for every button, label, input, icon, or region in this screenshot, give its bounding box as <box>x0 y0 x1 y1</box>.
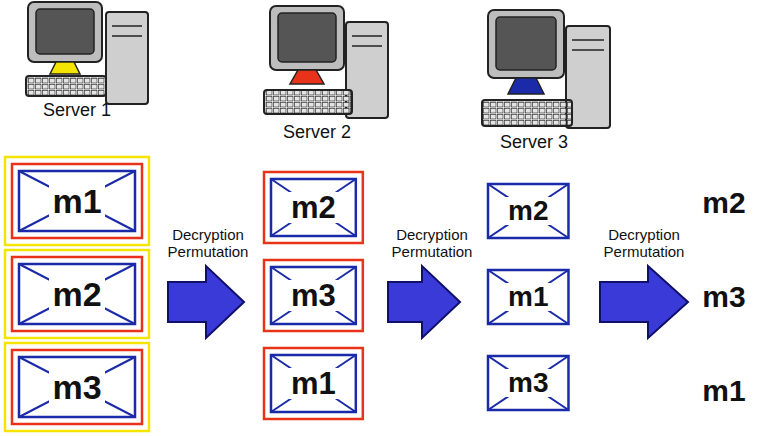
output-message: m3 <box>694 280 754 315</box>
encryption-layer <box>264 348 363 419</box>
envelope-fold <box>19 357 135 417</box>
encryption-layer <box>19 264 135 324</box>
output-message: m1 <box>694 374 754 409</box>
step-label: Decryption Permutation <box>158 226 258 261</box>
encryption-layer <box>488 270 568 324</box>
envelope-fold <box>488 184 568 238</box>
envelope-fold <box>271 179 356 236</box>
envelope-fold <box>19 171 135 231</box>
encryption-layer <box>264 172 363 243</box>
envelope-fold <box>19 357 135 417</box>
envelope-fold <box>488 184 568 238</box>
block-arrow <box>168 266 688 338</box>
message-envelope: m2 <box>486 182 570 240</box>
envelope-fold <box>488 270 568 324</box>
envelope-fold <box>271 179 356 236</box>
encryption-layer <box>19 171 135 231</box>
encryption-layer <box>19 357 135 417</box>
envelope-fold <box>19 171 135 231</box>
server-computer <box>482 10 610 128</box>
envelope-fold <box>488 356 568 410</box>
encryption-layer <box>264 260 363 331</box>
encryption-layer <box>5 250 149 338</box>
message-label: m2 <box>505 197 551 225</box>
envelope-fold <box>271 355 356 412</box>
message-label: m1 <box>49 184 104 218</box>
encryption-layer <box>12 164 142 238</box>
message-envelope: m2 <box>3 248 151 340</box>
message-label: m1 <box>505 283 551 311</box>
encryption-layer <box>5 157 149 245</box>
encryption-layer <box>271 355 356 412</box>
encryption-layer <box>488 184 568 238</box>
message-label: m2 <box>49 277 104 311</box>
step-label: Decryption Permutation <box>592 226 696 261</box>
encryption-layer <box>12 257 142 331</box>
encryption-layer <box>271 179 356 236</box>
message-label: m3 <box>49 370 104 404</box>
message-envelope: m1 <box>262 346 365 421</box>
envelope-fold <box>271 267 356 324</box>
message-envelope: m2 <box>262 170 365 245</box>
server-label: Server 2 <box>262 122 372 143</box>
encryption-layer <box>271 267 356 324</box>
server-label: Server 3 <box>478 132 590 153</box>
encryption-layer <box>488 356 568 410</box>
envelope-fold <box>271 267 356 324</box>
envelope-fold <box>19 264 135 324</box>
message-label: m3 <box>505 369 551 397</box>
envelope-fold <box>19 264 135 324</box>
envelope-fold <box>488 270 568 324</box>
server-label: Server 1 <box>22 100 132 121</box>
message-envelope: m1 <box>486 268 570 326</box>
message-label: m1 <box>288 368 339 399</box>
server-computer <box>26 2 148 104</box>
step-label: Decryption Permutation <box>382 226 482 261</box>
message-envelope: m3 <box>262 258 365 333</box>
envelope-fold <box>488 356 568 410</box>
message-envelope: m3 <box>486 354 570 412</box>
output-message: m2 <box>694 186 754 221</box>
encryption-layer <box>5 343 149 431</box>
message-envelope: m3 <box>3 341 151 433</box>
envelope-fold <box>271 355 356 412</box>
message-label: m2 <box>288 192 339 223</box>
server-computer <box>264 6 388 118</box>
encryption-layer <box>12 350 142 424</box>
message-label: m3 <box>288 280 339 311</box>
message-envelope: m1 <box>3 155 151 247</box>
